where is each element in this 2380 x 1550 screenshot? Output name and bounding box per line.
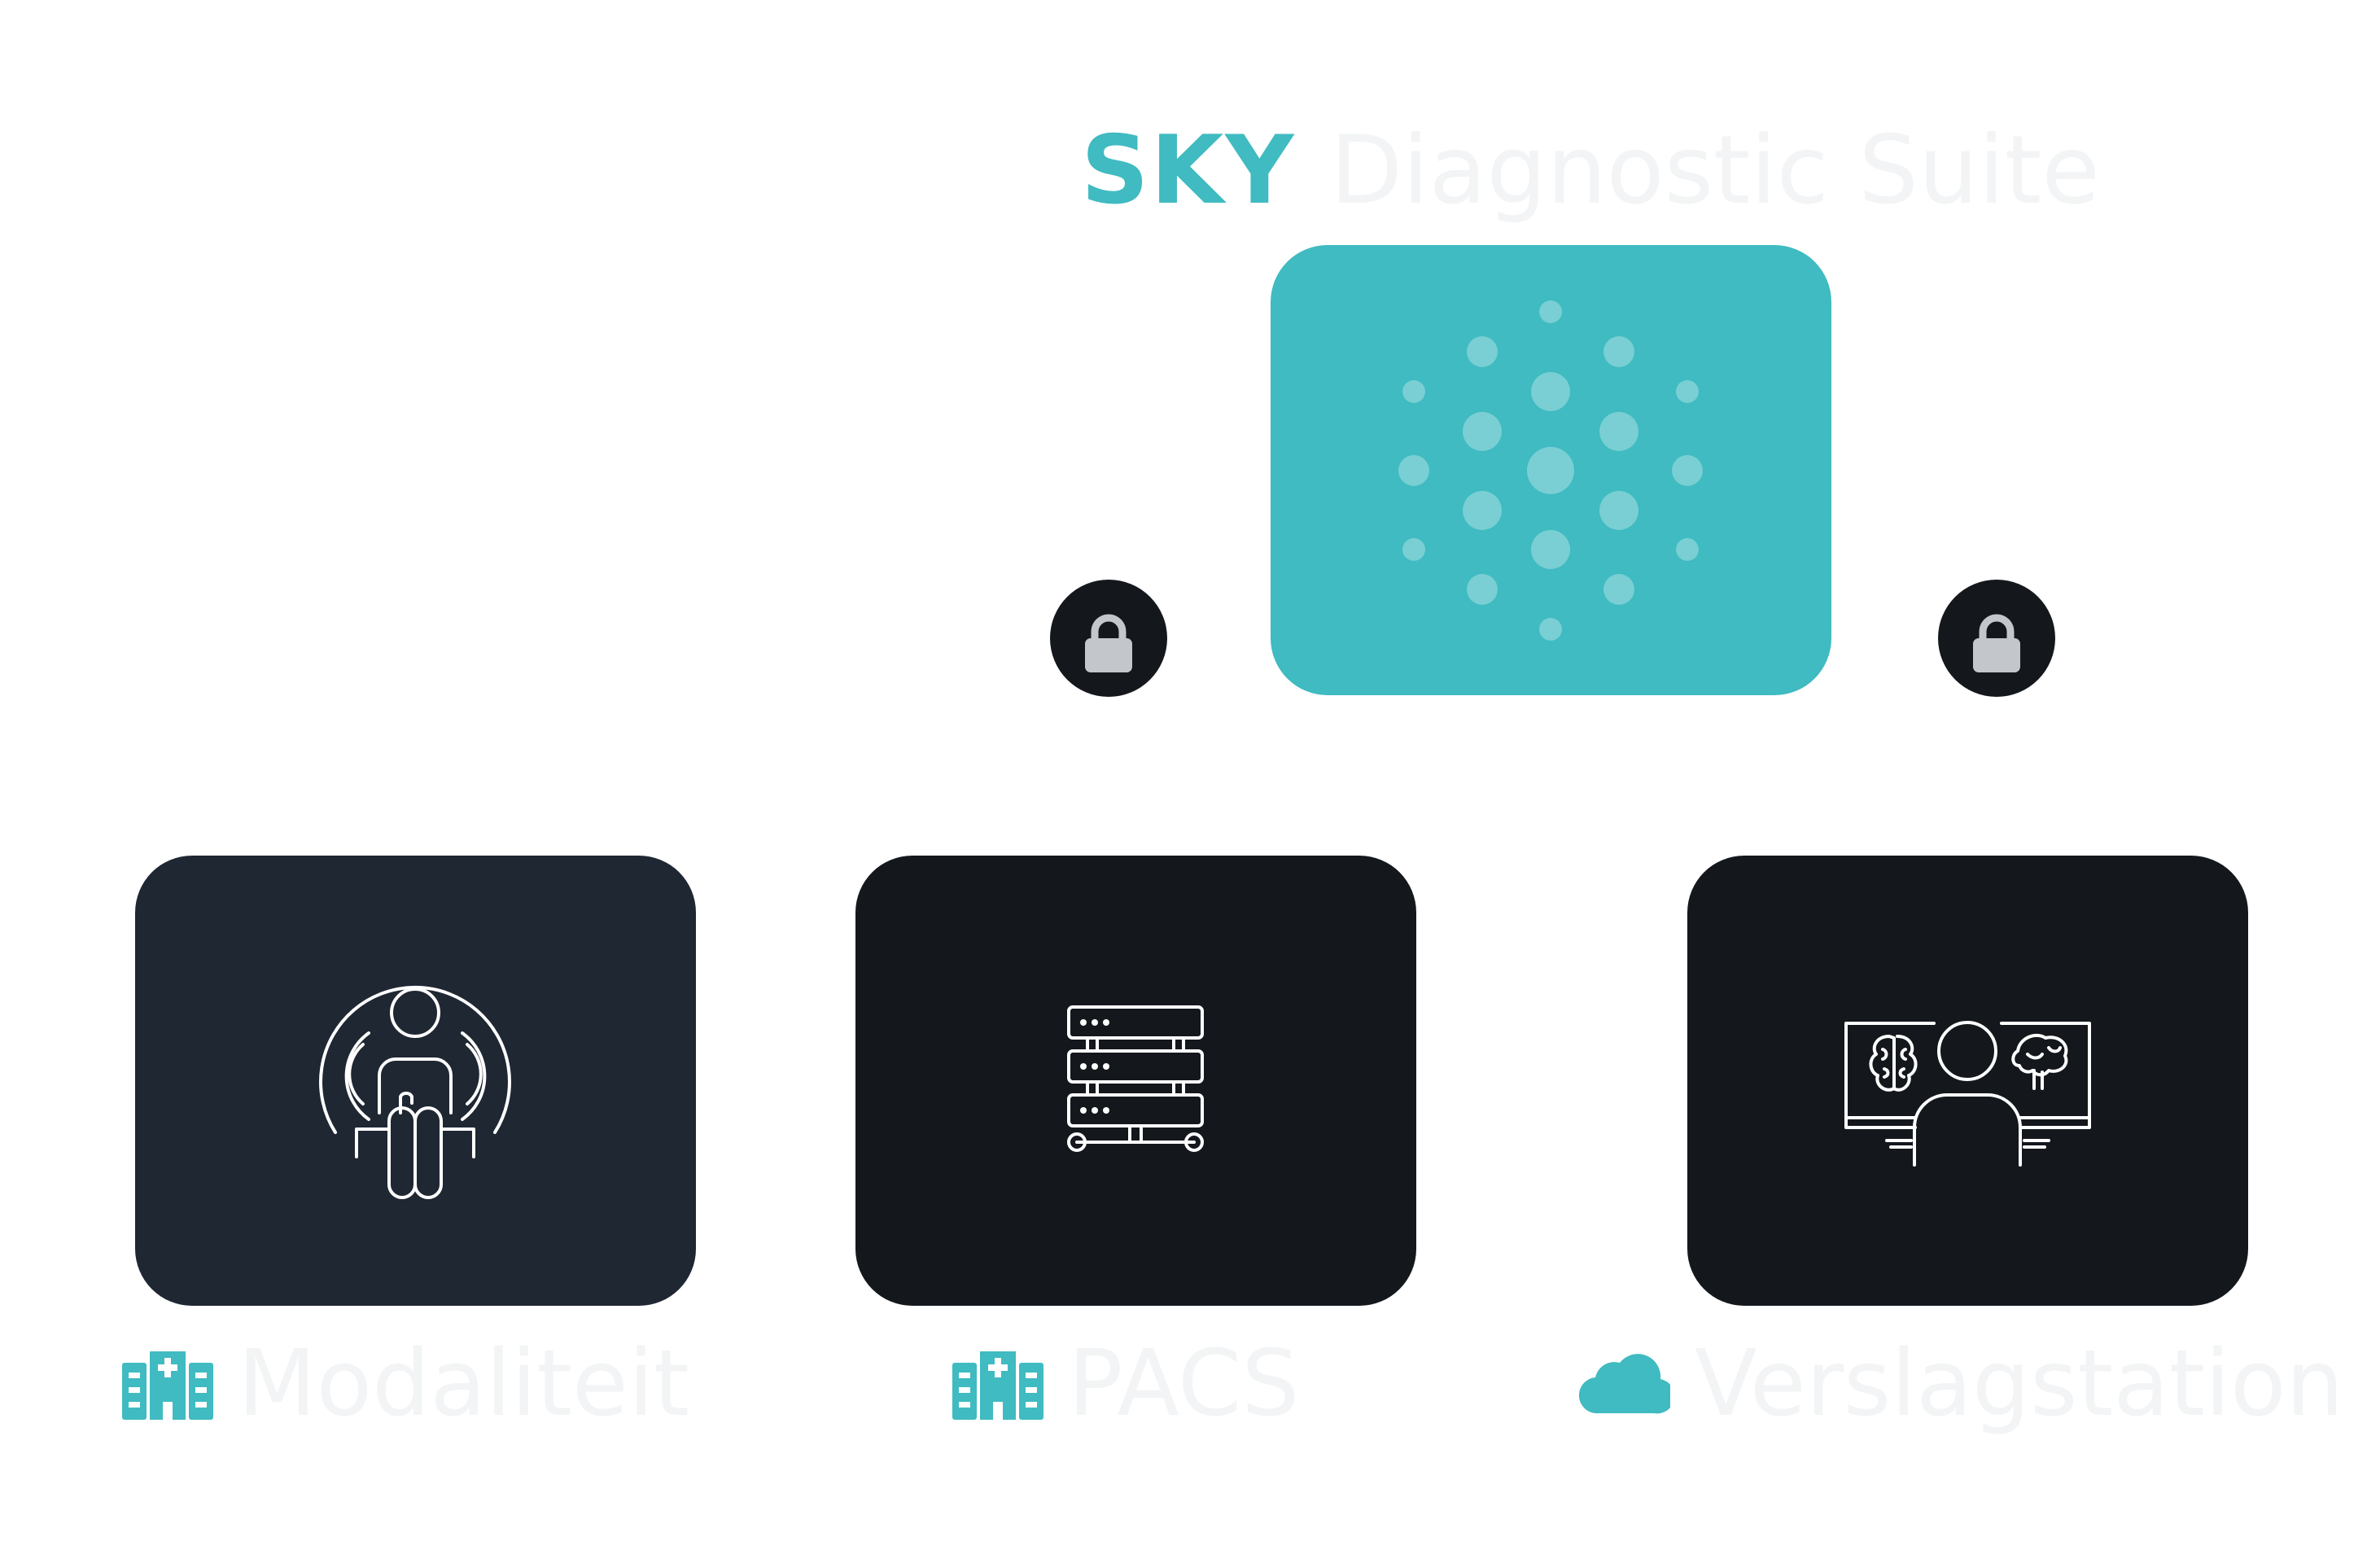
server-rack-icon — [1067, 1005, 1204, 1152]
radiologist-brain-screens-icon — [1844, 1021, 2091, 1167]
label-pacs: PACS — [952, 1331, 1299, 1437]
sky-central-node[interactable] — [1271, 245, 1831, 695]
lock-icon — [1973, 614, 2020, 672]
lock-button-left[interactable] — [1050, 580, 1167, 697]
dots-burst-logo-icon — [1398, 300, 1703, 641]
hospital-icon — [952, 1345, 1043, 1423]
label-verslagstation: Verslagstation — [1578, 1331, 2344, 1437]
label-text: Verslagstation — [1695, 1331, 2344, 1437]
lock-icon — [1085, 614, 1132, 672]
node-pacs[interactable] — [855, 856, 1416, 1306]
lock-button-right[interactable] — [1938, 580, 2055, 697]
title-brand: SKY — [1081, 116, 1296, 225]
patient-scanner-icon — [319, 985, 511, 1199]
title-subtitle: Diagnostic Suite — [1329, 116, 2100, 225]
node-modaliteit[interactable] — [135, 856, 696, 1306]
label-text: PACS — [1068, 1331, 1300, 1437]
cloud-icon — [1578, 1350, 1675, 1418]
label-text: Modaliteit — [238, 1331, 689, 1437]
label-modaliteit: Modaliteit — [122, 1331, 689, 1437]
page-title: SKY Diagnostic Suite — [1081, 114, 2100, 228]
hospital-icon — [122, 1345, 213, 1423]
node-verslagstation[interactable] — [1687, 856, 2248, 1306]
